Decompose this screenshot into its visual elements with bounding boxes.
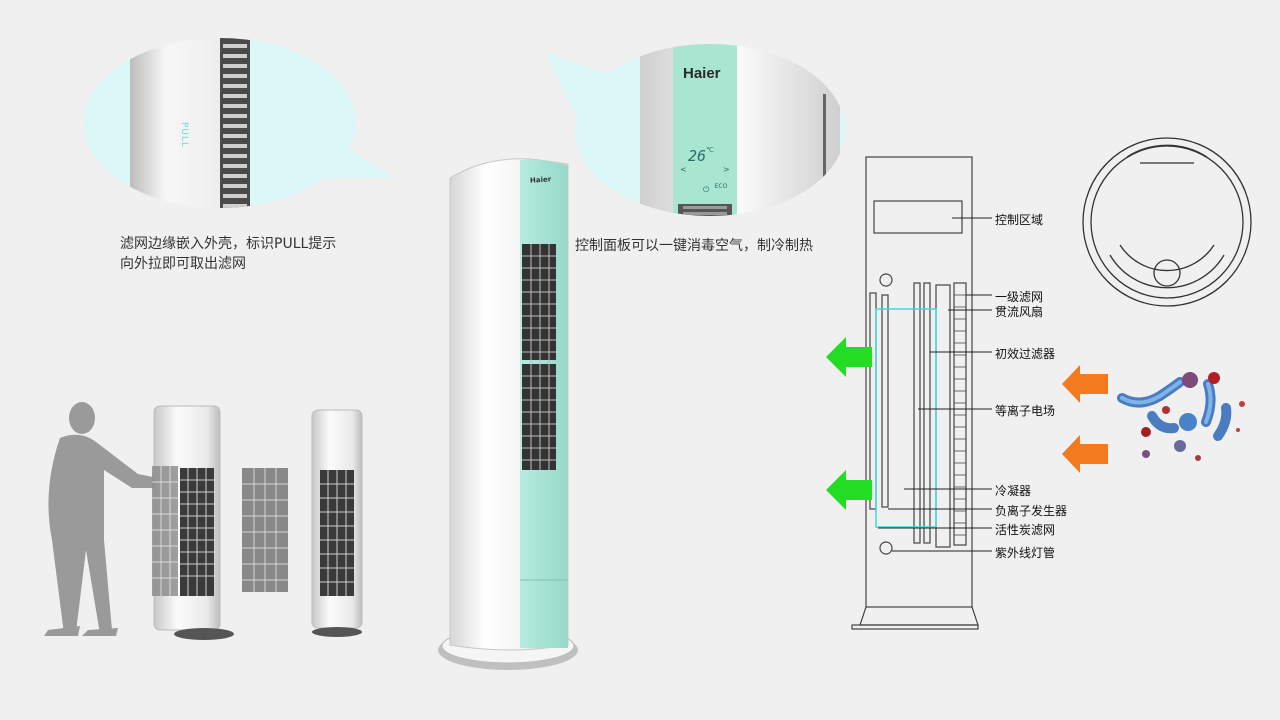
temperature-value: 26 — [688, 147, 707, 165]
filter-zoom-bubble — [84, 38, 395, 208]
filter-caption-line2: 向外拉即可取出滤网 — [120, 256, 246, 272]
label-anion-generator: 负离子发生器 — [995, 504, 1068, 518]
person-silhouette — [44, 402, 158, 636]
label-carbon-filter: 活性炭滤网 — [995, 523, 1056, 537]
svg-text:<: < — [680, 165, 687, 174]
label-plasma-field: 等离子电场 — [995, 404, 1056, 418]
structure-diagram — [851, 156, 992, 630]
pull-label: PULL — [179, 122, 189, 149]
filter-caption-line1: 滤网边缘嵌入外壳，标识PULL提示 — [120, 236, 337, 252]
svg-text:ECO: ECO — [715, 183, 728, 190]
label-control-area: 控制区域 — [995, 213, 1044, 227]
filter-caption: 滤网边缘嵌入外壳，标识PULL提示 向外拉即可取出滤网 — [120, 234, 336, 274]
bacteria-illustration — [1117, 372, 1245, 461]
product-brand-logo: Haier — [529, 175, 552, 185]
temperature-display: 26℃ — [688, 146, 714, 165]
outflow-arrow-top — [826, 337, 872, 377]
label-primary-filter: 一级滤网 — [995, 290, 1044, 304]
label-initial-filter: 初效过滤器 — [995, 347, 1056, 361]
temperature-unit: ℃ — [706, 146, 714, 154]
svg-text:>: > — [723, 165, 730, 174]
label-uv-lamp: 紫外线灯管 — [995, 546, 1056, 560]
main-product-render — [438, 158, 578, 670]
inflow-arrow-bottom — [1062, 435, 1108, 473]
panel-zoom-bubble: ECO < > ⏻ — [545, 44, 845, 216]
svg-text:⏻: ⏻ — [703, 185, 710, 194]
panel-brand-logo: Haier — [683, 65, 721, 82]
panel-caption: 控制面板可以一键消毒空气，制冷制热 — [575, 238, 813, 254]
top-view-diagram — [1082, 137, 1252, 307]
outflow-arrow-bottom — [826, 470, 872, 510]
inflow-arrow-top — [1062, 365, 1108, 403]
person-pulling-filter-illustration — [44, 402, 363, 640]
label-condenser: 冷凝器 — [995, 484, 1032, 498]
label-crossflow-fan: 贯流风扇 — [995, 305, 1044, 319]
